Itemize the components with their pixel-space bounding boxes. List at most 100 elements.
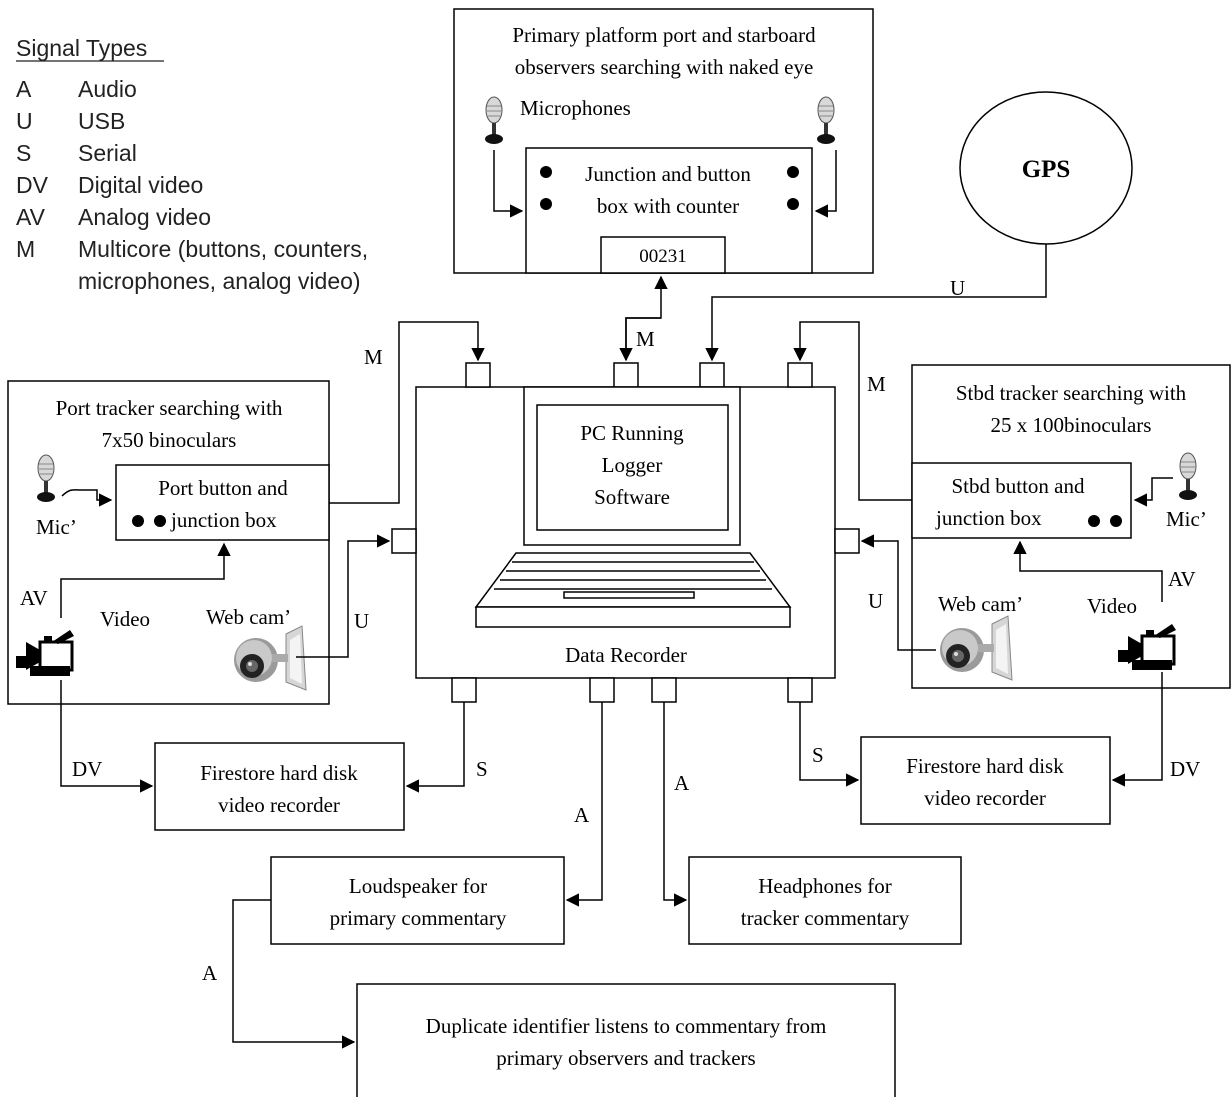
stbd-box-label: junction box (935, 506, 1042, 530)
connection-line (60, 542, 231, 618)
stbd-tracker-title: 25 x 100binoculars (991, 413, 1152, 437)
primary-platform-title: Primary platform port and starboard (512, 23, 816, 47)
connection-line (1111, 672, 1163, 787)
gps-label: GPS (1022, 156, 1071, 183)
button-icon (1088, 515, 1100, 527)
pc-label: PC Running (580, 421, 684, 445)
connection-line (1013, 540, 1163, 602)
legend-code: AV (16, 204, 46, 230)
button-icon (787, 166, 799, 178)
headphones-label: tracker commentary (741, 906, 910, 930)
legend-label: Digital video (78, 172, 203, 198)
port-tracker-title: 7x50 binoculars (102, 428, 237, 452)
recorder-port (613, 362, 639, 388)
button-icon (154, 515, 166, 527)
port-box-label: junction box (170, 508, 277, 532)
recorder-port (787, 362, 813, 388)
webcam-label: Web cam’ (938, 592, 1023, 616)
button-icon (540, 198, 552, 210)
connection-line (663, 702, 688, 907)
signal-label: M (364, 345, 383, 369)
signal-label: U (354, 609, 369, 633)
button-icon (540, 166, 552, 178)
firestore-label: Firestore hard disk (200, 761, 358, 785)
signal-legend: Signal Types A Audio U USB S Serial DV D… (16, 35, 368, 294)
firestore-right: Firestore hard disk video recorder (860, 736, 1111, 825)
connection-labels: M M U M U U DV S A A S DV A (72, 276, 1200, 985)
legend-label: Analog video (78, 204, 211, 230)
junction-label: box with counter (597, 194, 739, 218)
recorder-port (834, 528, 860, 554)
signal-label: U (950, 276, 965, 300)
legend-label: Multicore (buttons, counters, (78, 236, 368, 262)
loudspeaker-label: Loudspeaker for (349, 874, 487, 898)
port-box-label: Port button and (158, 476, 288, 500)
junction-label: Junction and button (585, 162, 751, 186)
recorder-port (787, 677, 813, 703)
webcam-label: Web cam’ (206, 605, 291, 629)
duplicate-label: primary observers and trackers (496, 1046, 755, 1070)
primary-platform-title: observers searching with naked eye (515, 55, 814, 79)
signal-label: S (476, 757, 488, 781)
legend-label-continued: microphones, analog video) (78, 268, 361, 294)
port-tracker: Port tracker searching with 7x50 binocul… (7, 380, 330, 705)
legend-label: USB (78, 108, 125, 134)
button-icon (1110, 515, 1122, 527)
recorder-port (651, 677, 677, 703)
data-recorder: PC Running Logger Software Data Recorder (391, 362, 860, 703)
port-tracker-title: Port tracker searching with (56, 396, 283, 420)
headphones: Headphones for tracker commentary (688, 856, 962, 945)
pc-label: Logger (602, 453, 663, 477)
connection-line (329, 321, 485, 504)
laptop-base (475, 606, 791, 628)
duplicate-identifier-box (356, 983, 896, 1097)
connection-line (860, 534, 936, 651)
signal-label: A (574, 803, 590, 827)
counter-value: 00231 (639, 246, 687, 267)
mic-label: Mic’ (1166, 507, 1207, 531)
legend-label: Audio (78, 76, 137, 102)
stbd-box-label: Stbd button and (951, 474, 1085, 498)
connection-line (60, 680, 154, 793)
connection-line (705, 244, 1047, 362)
port-button-box (115, 464, 330, 541)
signal-label: M (867, 372, 886, 396)
headphones-label: Headphones for (758, 874, 892, 898)
laptop-spacebar (563, 591, 695, 599)
loudspeaker-label: primary commentary (330, 906, 507, 930)
primary-platform: Primary platform port and starboard obse… (453, 8, 874, 274)
video-label: Video (1087, 594, 1137, 618)
loudspeaker: Loudspeaker for primary commentary (270, 856, 565, 945)
connections (60, 244, 1163, 1049)
legend-code: A (16, 76, 32, 102)
signal-label: A (674, 771, 690, 795)
firestore-label: video recorder (924, 786, 1046, 810)
firestore-left: Firestore hard disk video recorder (154, 742, 405, 831)
firestore-label: Firestore hard disk (906, 754, 1064, 778)
connection-line (814, 150, 837, 218)
legend-code: M (16, 236, 35, 262)
connection-line (405, 702, 465, 793)
firestore-right-box (860, 736, 1111, 825)
duplicate-label: Duplicate identifier listens to commenta… (426, 1014, 827, 1038)
headphones-box (688, 856, 962, 945)
laptop-display (536, 404, 729, 531)
legend-code: DV (16, 172, 49, 198)
recorder-port (589, 677, 615, 703)
connection-line (232, 899, 356, 1049)
microphones-label: Microphones (520, 96, 631, 120)
pc-label: Software (594, 485, 670, 509)
counter-display (600, 236, 726, 274)
firestore-label: video recorder (218, 793, 340, 817)
connection-line (793, 321, 912, 501)
connection-line (61, 489, 113, 507)
signal-label: S (812, 743, 824, 767)
signal-label: DV (72, 757, 102, 781)
signal-label: DV (1170, 757, 1200, 781)
firestore-left-box (154, 742, 405, 831)
av-label: AV (1168, 567, 1196, 591)
connection-line (565, 702, 603, 907)
connection-line (493, 150, 524, 218)
gps: GPS (959, 91, 1133, 245)
